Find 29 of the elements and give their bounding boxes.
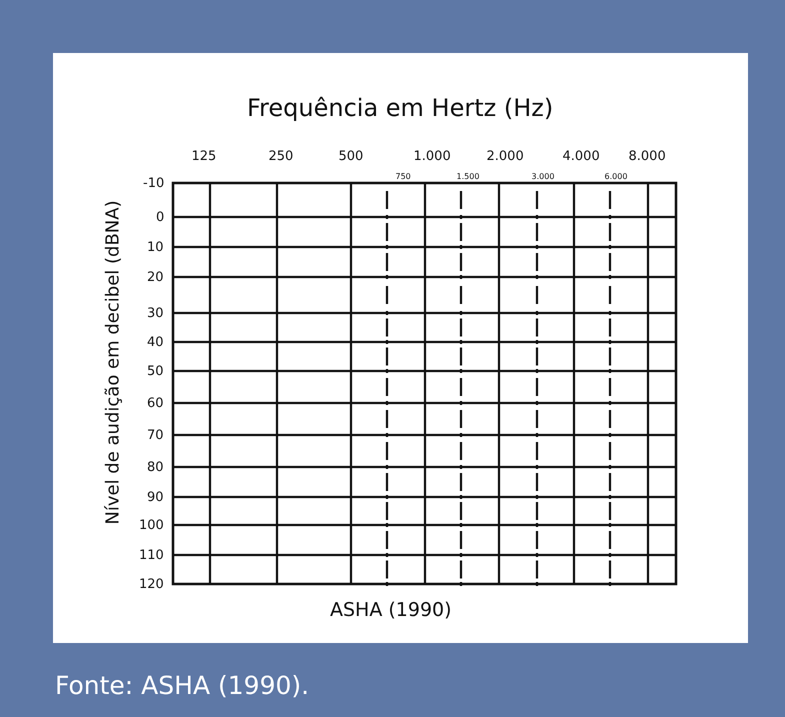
level-label: 110 — [139, 548, 164, 562]
frequency-label: 4.000 — [562, 148, 600, 164]
frequency-label: 1.000 — [414, 148, 451, 164]
axis-title: Nível de audição em decibel (dBNA) — [102, 200, 124, 524]
frequency-label: 8.000 — [628, 148, 666, 164]
level-label: 100 — [139, 518, 164, 532]
level-label: 90 — [147, 490, 164, 504]
level-label: 20 — [147, 270, 164, 284]
level-label: 70 — [147, 428, 164, 442]
frequency-label: 500 — [338, 148, 364, 164]
chart-title: Frequência em Hertz (Hz) — [247, 94, 554, 122]
level-label: 60 — [147, 396, 164, 410]
frequency-label: 250 — [268, 148, 294, 164]
level-label: 30 — [147, 306, 164, 320]
level-label: -10 — [143, 176, 164, 190]
level-label: 40 — [147, 334, 164, 350]
level-label: 80 — [147, 460, 164, 474]
frequency-label: 3.000 — [532, 172, 554, 180]
level-label: 120 — [139, 576, 164, 592]
frequency-label: 1.500 — [456, 172, 480, 180]
level-label: 10 — [147, 240, 164, 254]
frequency-label: 125 — [192, 148, 216, 164]
level-label: 50 — [147, 364, 164, 378]
frequency-label: 750 — [396, 172, 411, 180]
source-caption: Fonte: ASHA (1990). — [55, 670, 310, 700]
frequency-label: 6.000 — [604, 172, 628, 180]
source-label: ASHA (1990) — [330, 599, 452, 621]
level-label: 0 — [156, 210, 164, 224]
frequency-label: 2.000 — [486, 148, 524, 164]
